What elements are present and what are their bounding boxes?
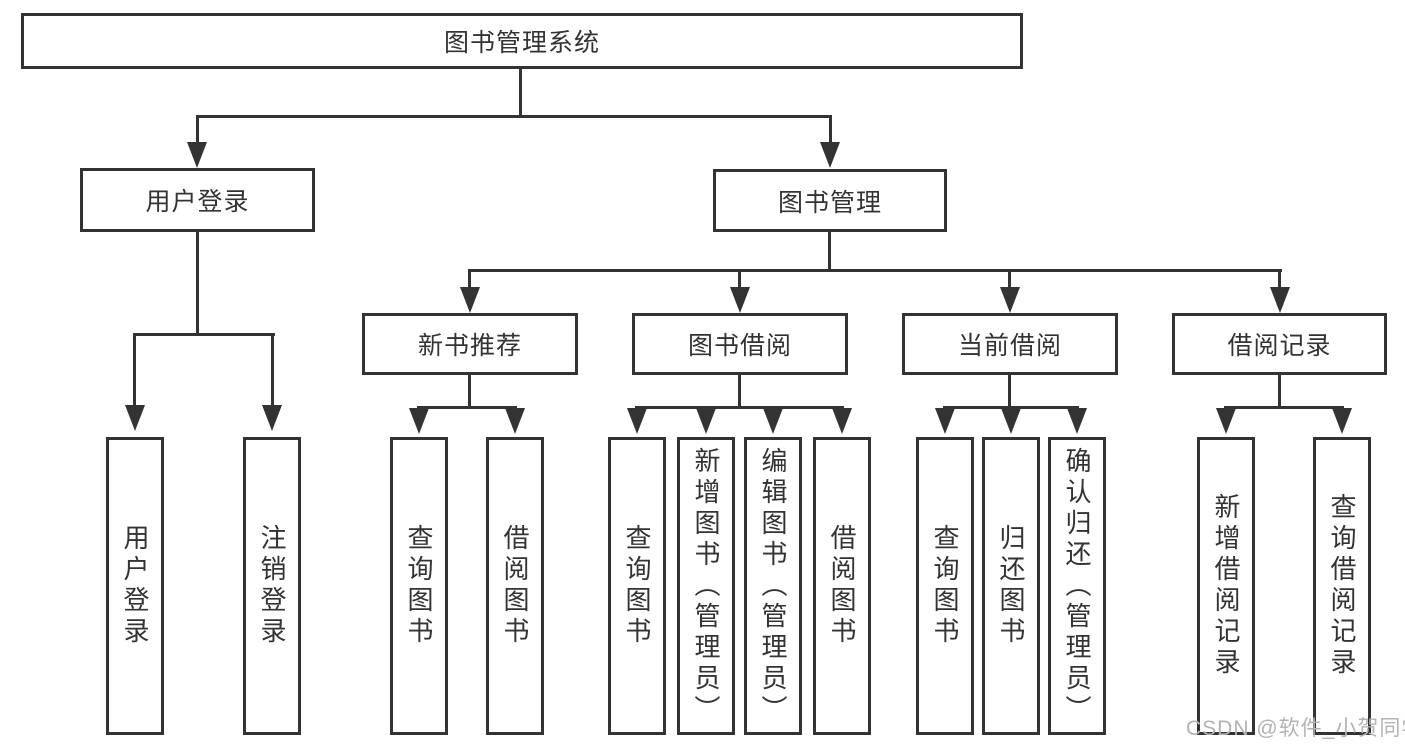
connector-line: [417, 406, 517, 409]
node-book-borrowing: 图书借阅: [632, 313, 848, 375]
arrow-down-icon: [832, 408, 852, 434]
connector-line: [133, 333, 136, 407]
arrow-down-icon: [1067, 408, 1087, 434]
node-newbook-query-books: 查询图书: [390, 437, 448, 735]
connector-line: [738, 269, 741, 289]
node-current-query-books: 查询图书: [916, 437, 974, 735]
node-query-borrow-record: 查询借阅记录: [1313, 437, 1371, 735]
connector-line: [468, 269, 471, 289]
connector-line: [519, 69, 522, 117]
connector-line: [196, 115, 832, 118]
connector-line: [1008, 375, 1011, 406]
arrow-down-icon: [409, 408, 429, 434]
node-add-borrow-record: 新增借阅记录: [1197, 437, 1255, 735]
node-edit-book-admin: 编辑图书（管理员）: [744, 437, 802, 735]
connector-line: [1278, 375, 1281, 406]
node-confirm-return-admin: 确认归还（管理员）: [1048, 437, 1106, 735]
node-current-borrowing: 当前借阅: [902, 313, 1118, 375]
connector-line: [196, 115, 199, 144]
arrow-down-icon: [1270, 287, 1290, 313]
connector-line: [1224, 406, 1344, 409]
node-user-login: 用户登录: [80, 168, 315, 232]
csdn-watermark: CSDN @软件_小贺同学: [1186, 717, 1405, 740]
arrow-down-icon: [1000, 287, 1020, 313]
node-add-book-admin: 新增图书（管理员）: [677, 437, 735, 735]
arrow-down-icon: [187, 142, 207, 168]
connector-line: [1008, 269, 1011, 289]
arrow-down-icon: [820, 142, 840, 168]
connector-line: [271, 333, 274, 407]
node-logout-leaf: 注销登录: [243, 437, 301, 735]
arrow-down-icon: [696, 408, 716, 434]
node-borrowing-records: 借阅记录: [1172, 313, 1387, 375]
arrow-down-icon: [627, 408, 647, 434]
arrow-down-icon: [460, 287, 480, 313]
connector-line: [1278, 269, 1281, 289]
connector-line: [943, 406, 1079, 409]
node-book-management: 图书管理: [713, 169, 947, 232]
arrow-down-icon: [935, 408, 955, 434]
node-newbook-borrow-books: 借阅图书: [486, 437, 544, 735]
arrow-down-icon: [125, 405, 145, 431]
connector-line: [828, 232, 831, 271]
connector-line: [635, 406, 844, 409]
connector-line: [468, 375, 471, 406]
node-borrowing-borrow-books: 借阅图书: [813, 437, 871, 735]
node-new-book-recommend: 新书推荐: [362, 313, 578, 375]
arrow-down-icon: [763, 408, 783, 434]
connector-line: [133, 333, 275, 336]
arrow-down-icon: [262, 405, 282, 431]
connector-line: [738, 375, 741, 406]
node-user-login-leaf: 用户登录: [106, 437, 164, 735]
arrow-down-icon: [1001, 408, 1021, 434]
node-borrowing-query-books: 查询图书: [608, 437, 666, 735]
node-return-book: 归还图书: [982, 437, 1040, 735]
arrow-down-icon: [730, 287, 750, 313]
arrow-down-icon: [1216, 408, 1236, 434]
arrow-down-icon: [1332, 408, 1352, 434]
connector-line: [829, 115, 832, 144]
connector-line: [468, 269, 1282, 272]
node-library-system: 图书管理系统: [21, 13, 1023, 69]
connector-line: [196, 232, 199, 335]
arrow-down-icon: [505, 408, 525, 434]
